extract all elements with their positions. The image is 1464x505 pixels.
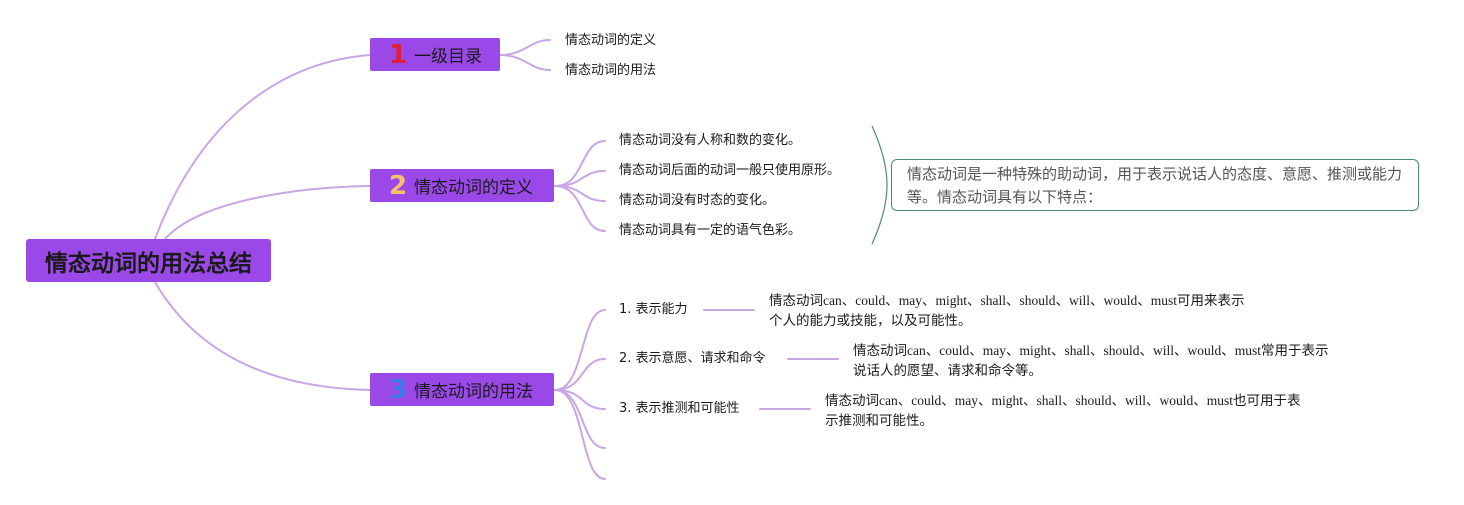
leaf-3-3[interactable]: 3. 表示推测和可能性 — [619, 401, 740, 416]
branch-node-1[interactable]: 1 一级目录 — [370, 38, 500, 71]
number-badge-3: 3 — [388, 374, 408, 405]
root-label: 情态动词的用法总结 — [45, 250, 252, 277]
summary-box[interactable]: 情态动词是一种特殊的助动词，用于表示说话人的态度、意愿、推测或能力等。情态动词具… — [891, 159, 1419, 211]
number-badge-2: 2 — [388, 170, 408, 201]
leaf-2-1[interactable]: 情态动词没有人称和数的变化。 — [619, 133, 802, 148]
detail-3-2[interactable]: 情态动词can、could、may、might、shall、should、wil… — [853, 341, 1373, 381]
detail-3-3[interactable]: 情态动词can、could、may、might、shall、should、wil… — [825, 391, 1345, 431]
branch-label-2: 情态动词的定义 — [414, 178, 533, 198]
summary-bracket — [871, 125, 888, 245]
detail-3-1-line2: 个人的能力或技能，以及可能性。 — [769, 313, 972, 328]
branch-node-3[interactable]: 3 情态动词的用法 — [370, 373, 554, 406]
leaf-1-2[interactable]: 情态动词的用法 — [565, 63, 657, 78]
root-node[interactable]: 情态动词的用法总结 — [26, 239, 271, 282]
detail-3-1[interactable]: 情态动词can、could、may、might、shall、should、wil… — [769, 291, 1289, 331]
detail-3-3-line2: 示推测和可能性。 — [825, 413, 933, 428]
leaf-2-2[interactable]: 情态动词后面的动词一般只使用原形。 — [619, 163, 841, 178]
leaf-3-1[interactable]: 1. 表示能力 — [619, 302, 688, 317]
connector-root-branch2 — [164, 185, 371, 240]
leaf-2-4[interactable]: 情态动词具有一定的语气色彩。 — [619, 223, 802, 238]
detail-3-3-line1: 情态动词can、could、may、might、shall、should、wil… — [825, 393, 1301, 408]
connector-root-branch1 — [154, 54, 371, 240]
leaf-1-1[interactable]: 情态动词的定义 — [565, 33, 657, 48]
connector-root-branch3 — [154, 281, 371, 391]
branch-label-3: 情态动词的用法 — [414, 382, 533, 402]
leaf-3-2[interactable]: 2. 表示意愿、请求和命令 — [619, 351, 766, 366]
branch-node-2[interactable]: 2 情态动词的定义 — [370, 169, 554, 202]
number-badge-1: 1 — [388, 39, 408, 70]
branch-label-1: 一级目录 — [414, 47, 482, 67]
detail-3-2-line1: 情态动词can、could、may、might、shall、should、wil… — [853, 343, 1329, 358]
detail-3-1-line1: 情态动词can、could、may、might、shall、should、wil… — [769, 293, 1245, 308]
detail-3-2-line2: 说话人的愿望、请求和命令等。 — [853, 363, 1042, 378]
leaf-2-3[interactable]: 情态动词没有时态的变化。 — [619, 193, 776, 208]
